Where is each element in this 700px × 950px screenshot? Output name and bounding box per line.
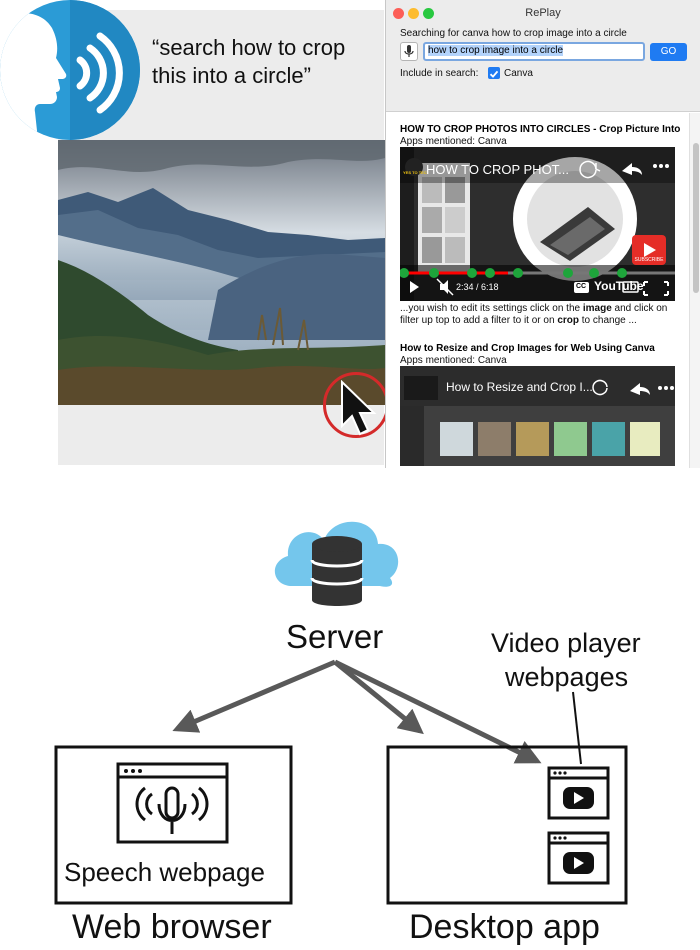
window-titlebar: RePlay: [386, 0, 700, 25]
result-snippet: ...you wish to edit its settings click o…: [400, 303, 688, 327]
result-apps-mentioned: Apps mentioned: Canva: [400, 355, 507, 366]
speech-webpage-label: Speech webpage: [64, 857, 265, 887]
server-label: Server: [286, 618, 384, 655]
video-player[interactable]: HOW TO CROP PHOT... YES TO TECH 2:34 / 6…: [400, 147, 675, 301]
channel-name: YES TO TECH: [403, 170, 427, 175]
search-header: Searching for canva how to crop image in…: [386, 25, 700, 112]
video-time: 2:34 / 6:18: [456, 282, 499, 292]
results-scrollbar[interactable]: [689, 113, 700, 468]
subscribe-badge: SUBSCRIBE: [634, 257, 664, 263]
voice-command-quote: “search how to crop this into a circle”: [152, 34, 345, 90]
search-query-text: how to crop image into a circle: [428, 45, 564, 56]
scrollbar-thumb[interactable]: [693, 143, 699, 293]
window-maximize-button[interactable]: [423, 8, 434, 19]
window-close-button[interactable]: [393, 8, 404, 19]
include-in-search-label: Include in search:: [400, 68, 479, 79]
video-title-overlay: HOW TO CROP PHOT...: [426, 162, 570, 177]
voice-assistant-icon: [0, 0, 140, 140]
video-title-overlay: How to Resize and Crop I...: [446, 380, 593, 394]
arrow-to-video-pages: [333, 659, 542, 764]
voice-quote-line2: this into a circle”: [152, 63, 311, 88]
mouse-cursor-icon: [341, 380, 377, 436]
search-results-list: HOW TO CROP PHOTOS INTO CIRCLES - Crop P…: [386, 113, 689, 468]
web-browser-label: Web browser: [72, 908, 272, 946]
video-thumbnail: [400, 366, 675, 466]
arrow-to-desktop-app: [333, 660, 424, 735]
architecture-diagram: Server Video player webpages Speech webp…: [0, 468, 700, 950]
microphone-icon: [404, 45, 414, 57]
result-title[interactable]: HOW TO CROP PHOTOS INTO CIRCLES - Crop P…: [400, 124, 681, 135]
video-player[interactable]: How to Resize and Crop I...: [400, 366, 675, 466]
video-pages-label-line2: webpages: [505, 662, 629, 692]
video-pages-label-line1: Video player: [491, 628, 641, 658]
desktop-app-box: [386, 745, 628, 905]
top-composite: “search how to crop this into a circle”: [0, 0, 700, 468]
microphone-icon: [164, 786, 180, 820]
canva-option-label: Canva: [504, 68, 533, 79]
speaking-head-icon: [0, 0, 140, 140]
arrow-to-web-browser: [172, 659, 336, 733]
snippet-part: and click on filter up top to add a filt…: [400, 303, 668, 326]
replay-app-window: RePlay Searching for canva how to crop i…: [385, 0, 700, 468]
web-browser-box: [54, 745, 293, 905]
searching-for-text: Searching for canva how to crop image in…: [400, 28, 627, 39]
label-pointer-line: [572, 691, 582, 765]
checkmark-icon: [489, 70, 499, 78]
diagram-graphics: [54, 521, 628, 905]
video-webpage-icon-2: [547, 831, 610, 885]
result-title[interactable]: How to Resize and Crop Images for Web Us…: [400, 343, 655, 354]
connection-arrows: [172, 659, 542, 764]
window-minimize-button[interactable]: [408, 8, 419, 19]
video-thumbnail: [400, 147, 675, 301]
go-button[interactable]: GO: [650, 43, 687, 61]
snippet-highlight: image: [582, 303, 612, 314]
voice-quote-line1: “search how to crop: [152, 35, 346, 60]
microphone-button[interactable]: [400, 42, 418, 61]
captions-button-label[interactable]: CC: [576, 283, 587, 290]
desktop-app-label: Desktop app: [409, 908, 600, 946]
canva-checkbox[interactable]: [488, 67, 500, 79]
cloud-database-icon: [274, 521, 399, 606]
window-title: RePlay: [525, 7, 561, 19]
snippet-highlight: crop: [557, 315, 579, 326]
landscape-photo: [58, 140, 385, 405]
snippet-part: to change ...: [578, 315, 637, 326]
video-webpage-icon-1: [547, 766, 610, 820]
youtube-logo: YouTube: [594, 279, 644, 293]
speech-webpage-icon: [116, 762, 229, 844]
search-query-input[interactable]: how to crop image into a circle: [423, 42, 645, 61]
result-apps-mentioned: Apps mentioned: Canva: [400, 136, 507, 147]
snippet-part: ...you wish to edit its settings click o…: [400, 303, 583, 314]
